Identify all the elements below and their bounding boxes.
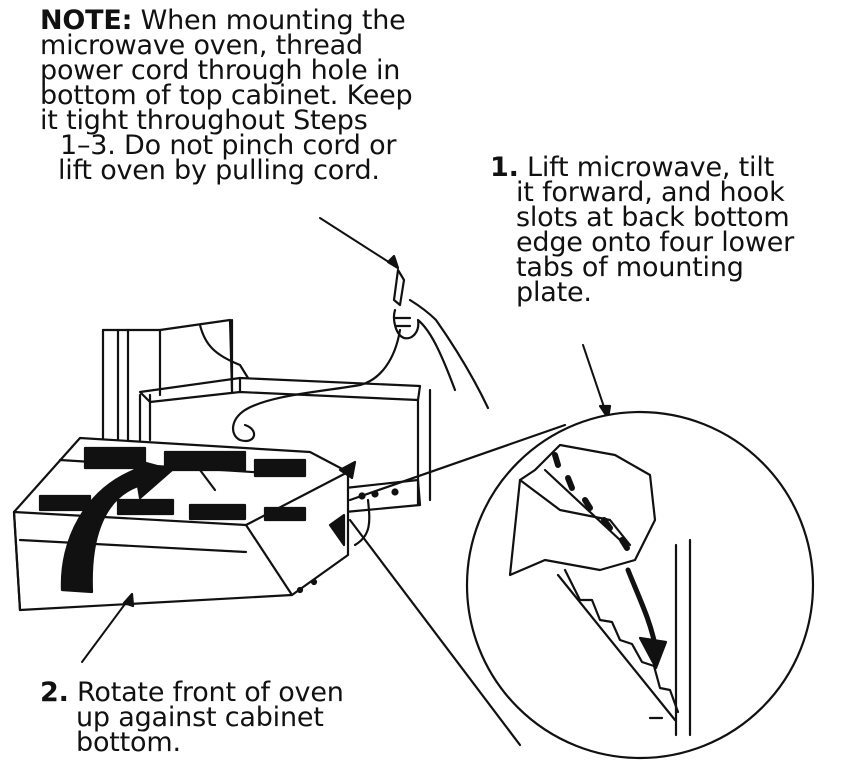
note-line-7: lift oven by pulling cord. [58, 155, 380, 186]
note-line-3: power cord through hole in [40, 55, 401, 86]
step1-line-4: edge onto four lower [516, 227, 795, 258]
wall-outlet [343, 478, 422, 514]
note-line-4: bottom of top cabinet. Keep [40, 80, 413, 111]
step1-line-2: it forward, and hook [516, 177, 785, 208]
microwave-oven [12, 436, 350, 612]
note-line-1: When mounting the [132, 5, 406, 36]
step1-line-6: plate. [516, 277, 592, 308]
small-arrow [338, 460, 357, 480]
note-text: NOTE: When mounting the microwave oven, … [40, 5, 413, 186]
step1-line-1: Lift microwave, tilt [518, 152, 775, 183]
step2-number: 2. [40, 677, 69, 708]
power-cord [232, 328, 402, 443]
rotate-arrow [60, 456, 174, 594]
note-line-2: microwave oven, thread [40, 30, 363, 61]
hand-holding-plug [392, 268, 490, 410]
step1-line-5: tabs of mounting [516, 252, 744, 283]
step2-text: 2. Rotate front of oven up against cabin… [40, 677, 344, 758]
step2-line-2: up against cabinet [76, 702, 324, 733]
note-line-6: 1–3. Do not pinch cord or [60, 130, 397, 161]
step2-line-3: bottom. [76, 727, 181, 758]
note-leader [319, 217, 399, 269]
detail-circle [465, 410, 815, 760]
note-label: NOTE: [40, 5, 133, 36]
step1-text: 1. Lift microwave, tilt it forward, and … [490, 152, 795, 308]
step1-line-3: slots at back bottom [516, 202, 790, 233]
note-line-5: it tight throughout Steps [40, 105, 368, 136]
step2-line-1: Rotate front of oven [68, 677, 344, 708]
step1-leader [582, 344, 606, 411]
step2-leader [81, 599, 129, 663]
step1-number: 1. [490, 152, 519, 183]
